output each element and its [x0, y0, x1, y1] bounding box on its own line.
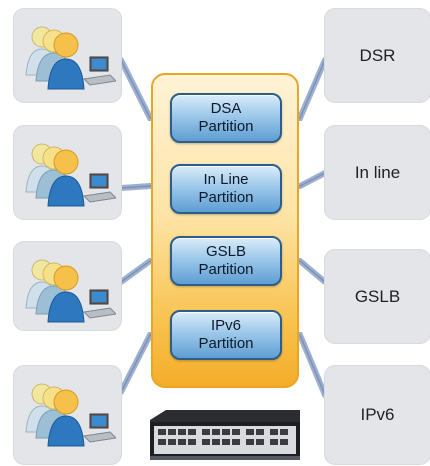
partition-dsa: DSA Partition — [170, 93, 282, 143]
partition-label-line1: DSA — [210, 100, 242, 117]
user-group-with-computer-icon — [25, 259, 116, 323]
partition-label-line1: IPv6 — [210, 317, 241, 334]
user-group-panel-1 — [14, 9, 121, 102]
partition-inline: In Line Partition — [170, 164, 282, 214]
partition-label-line2: Partition — [198, 118, 254, 135]
user-group-with-computer-icon — [25, 383, 116, 447]
target-label: GSLB — [354, 286, 401, 306]
target-label: In line — [354, 162, 401, 182]
target-panel-gslb: GSLB — [325, 250, 430, 343]
partition-label-line2: Partition — [198, 261, 254, 278]
target-label: IPv6 — [360, 405, 395, 424]
partition-label-line2: Partition — [198, 189, 254, 206]
user-group-panel-4 — [14, 366, 121, 464]
target-panel-ipv6: IPv6 — [325, 366, 430, 464]
network-appliance-icon — [150, 410, 300, 460]
user-group-panel-2 — [14, 126, 121, 219]
user-group-panel-3 — [14, 242, 121, 330]
partition-ipv6: IPv6 Partition — [170, 310, 282, 360]
user-group-with-computer-icon — [25, 143, 116, 207]
target-panel-inline: In line — [325, 126, 430, 219]
user-group-with-computer-icon — [25, 26, 116, 90]
target-label: DSR — [359, 45, 396, 65]
partition-gslb: GSLB Partition — [170, 236, 282, 286]
target-panel-dsr: DSR — [325, 9, 430, 102]
partition-label-line1: GSLB — [205, 243, 247, 260]
partition-label-line2: Partition — [198, 335, 254, 352]
partition-label-line1: In Line — [203, 171, 249, 188]
